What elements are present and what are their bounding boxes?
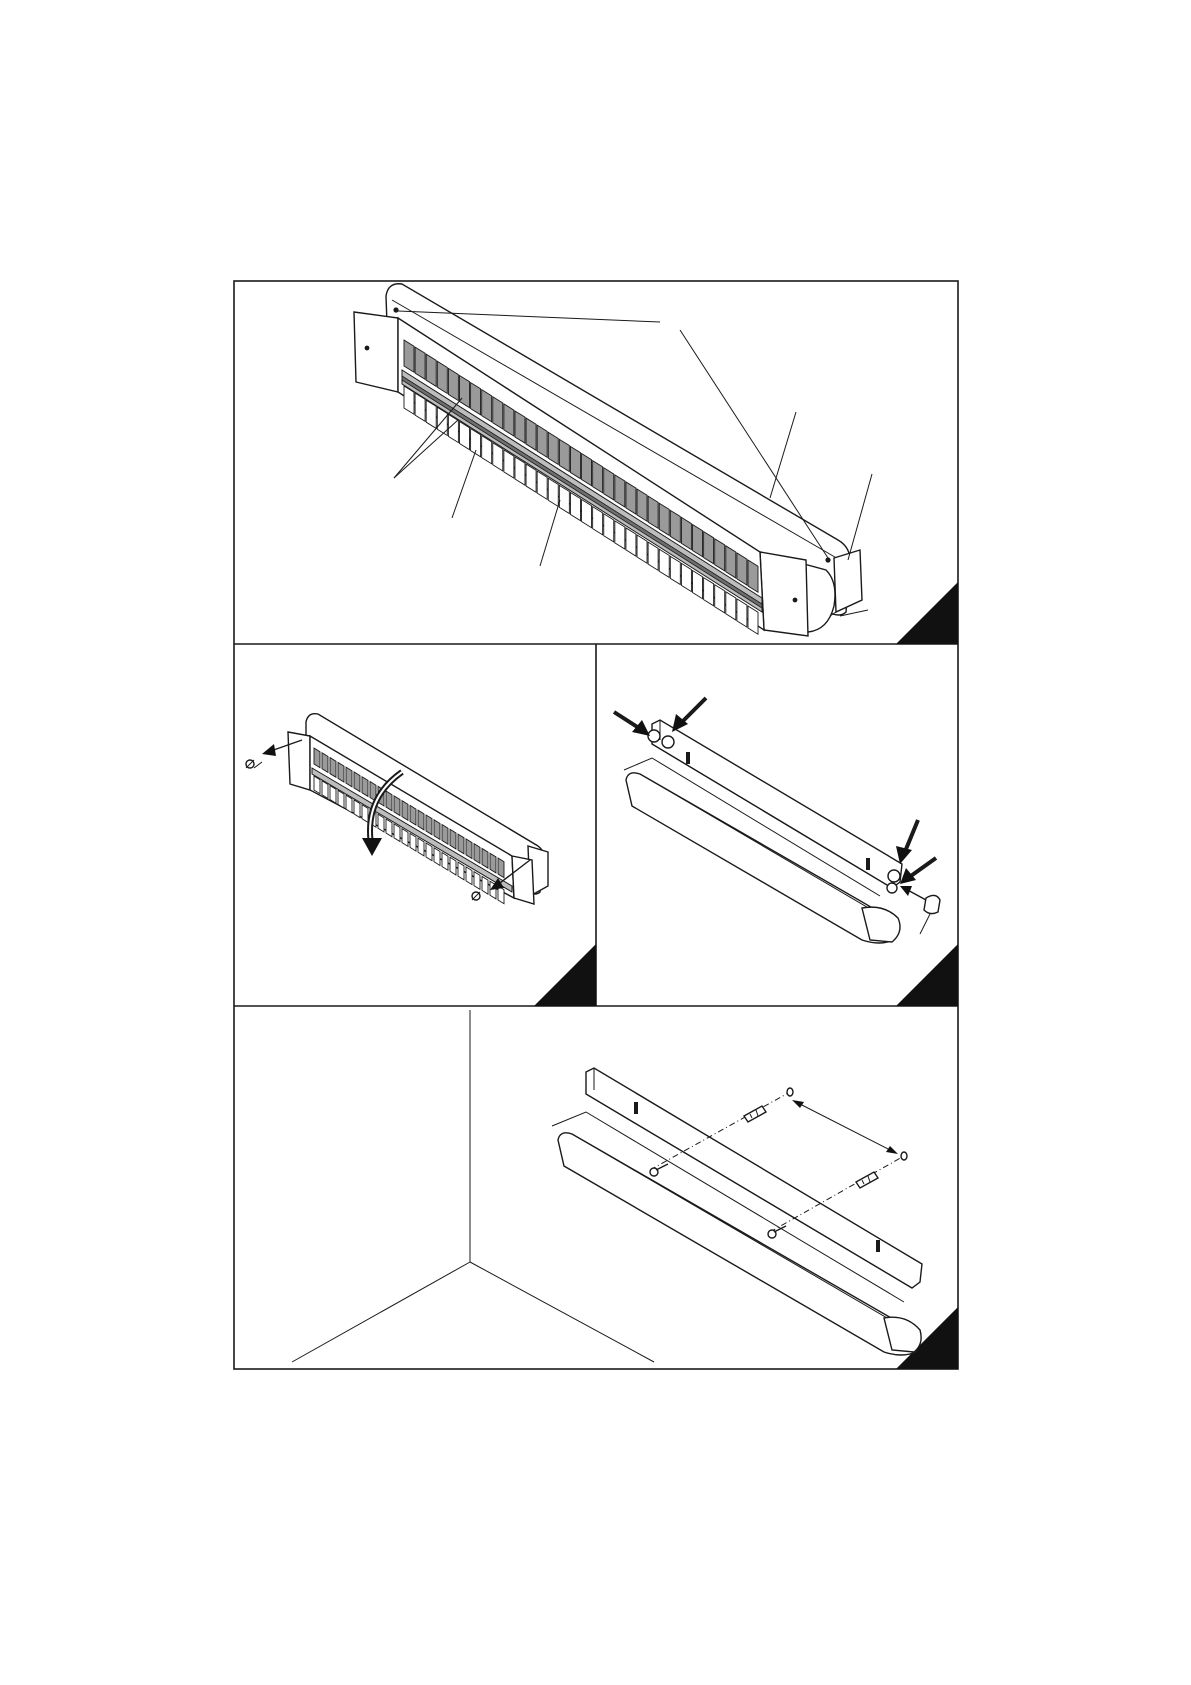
heating-fin: [410, 805, 416, 825]
heating-fin: [504, 404, 514, 436]
heating-fin: [402, 829, 408, 847]
heating-fin: [626, 482, 636, 514]
heating-fin: [402, 801, 408, 821]
heating-fin: [458, 862, 464, 880]
corner-tab-3: [896, 944, 958, 1006]
heating-fin: [314, 776, 320, 794]
heating-fin: [482, 876, 488, 894]
heating-fin: [362, 777, 368, 797]
heating-fin: [448, 368, 458, 400]
heating-fin: [338, 762, 344, 782]
end-cap-icon: [900, 886, 940, 934]
panel-overview: [354, 284, 872, 636]
wall-plug-upper-icon: [744, 1106, 766, 1122]
screw-upper-icon: [650, 1164, 668, 1176]
heating-fin: [459, 375, 469, 407]
heating-fin: [386, 819, 392, 837]
heating-fin: [670, 510, 680, 542]
heating-fin: [537, 425, 547, 457]
heating-fin: [681, 517, 691, 549]
heating-fin: [493, 397, 503, 429]
heating-fin: [482, 390, 492, 422]
heating-fin: [314, 748, 320, 768]
heating-fin: [346, 795, 352, 813]
arrow-right-2-icon: [900, 858, 936, 884]
heating-fin: [648, 496, 658, 528]
heating-fin: [410, 833, 416, 851]
heating-fin: [434, 820, 440, 840]
heating-fin: [394, 796, 400, 816]
heating-fin: [378, 814, 384, 832]
heating-fin: [458, 834, 464, 854]
heating-fin: [466, 839, 472, 859]
heating-fin: [386, 791, 392, 811]
heating-fin: [482, 848, 488, 868]
heating-fin: [490, 853, 496, 873]
heating-fin: [442, 853, 448, 871]
heating-fin: [354, 772, 360, 792]
heating-fin: [704, 532, 714, 564]
arrow-right-1-icon: [896, 820, 918, 864]
screw-right-icon: [472, 892, 480, 900]
heating-fin: [354, 800, 360, 818]
heating-fin: [570, 446, 580, 478]
heating-fin: [322, 781, 328, 799]
panel-wall-fixing: [292, 1010, 922, 1362]
wall-plug-lower-icon: [856, 1172, 878, 1188]
heating-fin: [322, 753, 328, 773]
heating-fin: [515, 411, 525, 443]
heating-fin: [659, 503, 669, 535]
heating-fin: [450, 857, 456, 875]
panel-grille-removal: [246, 714, 548, 904]
heating-fin: [426, 815, 432, 835]
heating-fin: [548, 432, 558, 464]
heating-fin: [498, 858, 504, 878]
heating-fin: [338, 790, 344, 808]
heating-fin: [637, 489, 647, 521]
heating-fin: [362, 805, 368, 823]
heating-fin: [604, 468, 614, 500]
heating-fin: [615, 475, 625, 507]
heating-fin: [394, 824, 400, 842]
heating-fin: [415, 347, 425, 379]
heating-fin: [474, 872, 480, 890]
heating-fin: [526, 418, 536, 450]
corner-tab-1: [896, 582, 958, 644]
screw-left-icon: [246, 760, 262, 768]
heating-fin: [418, 838, 424, 856]
arrow-top-left-1-icon: [614, 712, 650, 736]
heating-fin: [437, 361, 447, 393]
heating-fin: [737, 553, 747, 585]
heating-fin: [434, 848, 440, 866]
heating-fin: [466, 867, 472, 885]
heating-fin: [582, 454, 592, 486]
heating-fin: [426, 354, 436, 386]
heating-fin: [559, 439, 569, 471]
heating-fin: [442, 825, 448, 845]
heating-fin: [471, 383, 481, 415]
heating-fin: [748, 560, 758, 592]
hole-spacing-arrow-icon: [792, 1100, 898, 1154]
heating-fin: [418, 810, 424, 830]
heating-fin: [593, 461, 603, 493]
heating-fin: [404, 340, 414, 372]
heating-fin: [330, 758, 336, 778]
panel-mounting-points: [614, 698, 940, 943]
heating-fin: [346, 767, 352, 787]
heating-fin: [426, 843, 432, 861]
heating-fin: [715, 539, 725, 571]
corner-tab-2: [534, 944, 596, 1006]
heating-fin: [693, 525, 703, 557]
heating-fin: [330, 786, 336, 804]
screw-lower-icon: [768, 1226, 786, 1238]
heating-fin: [474, 844, 480, 864]
arrow-top-left-2-icon: [672, 698, 706, 732]
heating-fin: [726, 546, 736, 578]
heating-fin: [450, 829, 456, 849]
